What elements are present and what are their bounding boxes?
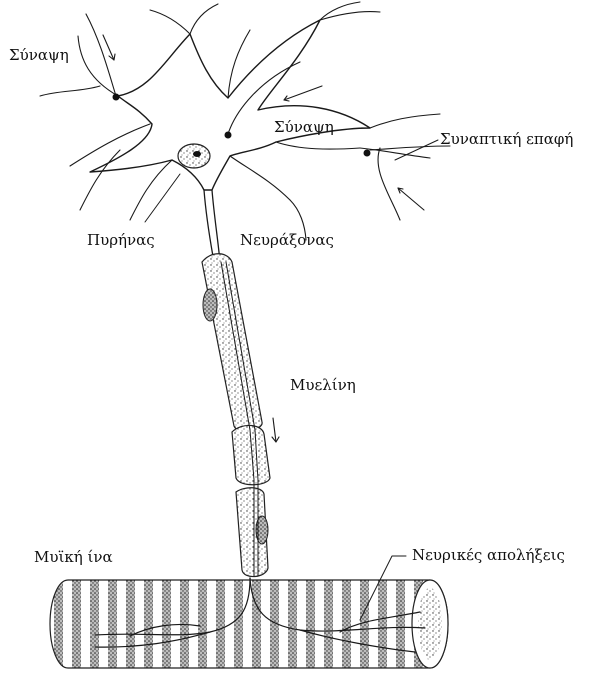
synapse-dot	[364, 150, 371, 157]
label-synaptic-contact: Συναπτική επαφή	[440, 132, 573, 147]
cell-body	[90, 20, 370, 190]
synapse-dot	[225, 132, 232, 139]
axon	[204, 190, 220, 262]
label-myelin: Μυελίνη	[290, 378, 356, 393]
synaptic-contact-leader	[395, 140, 438, 160]
nucleus-leader	[145, 174, 180, 222]
label-muscle-fiber: Μυϊκή ίνα	[34, 550, 113, 565]
label-axon: Νευράξονας	[240, 233, 334, 248]
myelin-sheath	[202, 254, 270, 577]
synapse-dot	[113, 94, 120, 101]
nucleolus	[193, 151, 201, 157]
label-nucleus: Πυρήνας	[87, 233, 155, 248]
dendrites	[40, 2, 440, 240]
label-synapse-left: Σύναψη	[9, 48, 69, 63]
nucleus-shape	[178, 144, 210, 168]
label-synapse-right: Σύναψη	[274, 120, 334, 135]
incoming-axons	[86, 14, 450, 220]
label-nerve-endings: Νευρικές απολήξεις	[412, 548, 565, 563]
